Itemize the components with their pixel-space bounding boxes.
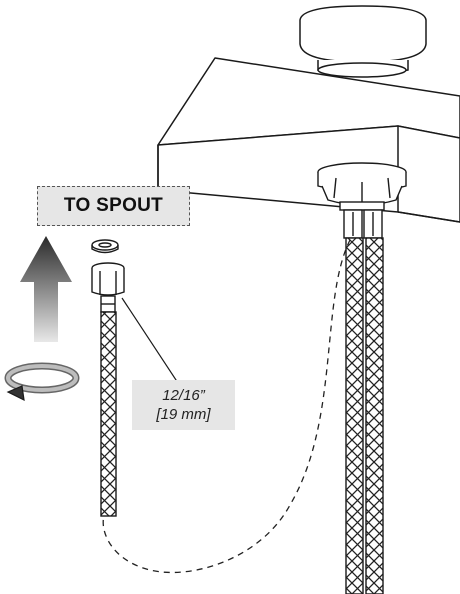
rotate-arrow-icon — [4, 362, 80, 402]
dimension-fraction: 12/16” — [162, 387, 205, 404]
to-spout-text: TO SPOUT — [63, 195, 164, 216]
countertop — [157, 57, 460, 223]
routing-dashed-line — [102, 239, 351, 574]
to-spout-label: TO SPOUT — [37, 186, 190, 226]
dimension-metric: [19 mm] — [156, 406, 211, 423]
dimension-label: 12/16” [19 mm] — [132, 380, 235, 430]
supply-hoses — [345, 237, 384, 594]
dimension-leader — [121, 297, 179, 384]
short-hose — [100, 311, 117, 517]
coupling-nut — [91, 262, 125, 313]
up-arrow-icon — [20, 236, 72, 342]
washer — [91, 239, 119, 254]
faucet-base — [299, 5, 427, 78]
mounting-nut — [317, 162, 407, 239]
